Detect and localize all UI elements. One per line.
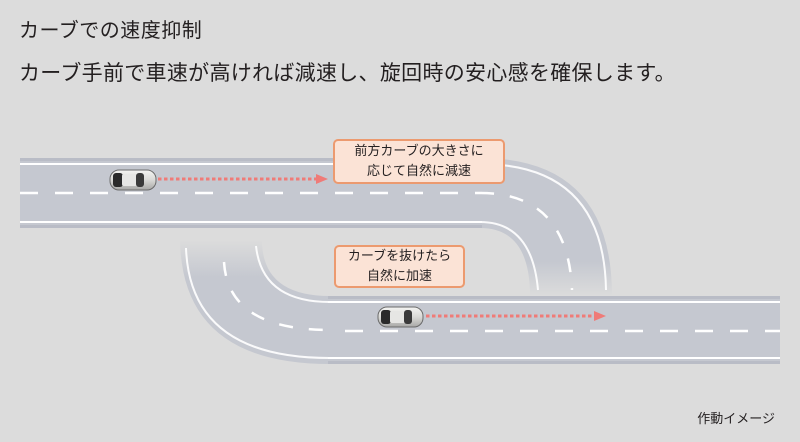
dotted-arrow-icon	[158, 174, 328, 184]
callout-decelerate: 前方カーブの大きさに 応じて自然に減速	[333, 139, 505, 184]
dotted-arrow-icon	[426, 311, 606, 321]
callout-line: 応じて自然に減速	[366, 164, 471, 179]
image-caption: 作動イメージ	[697, 412, 775, 427]
lower-road	[328, 296, 780, 364]
callout-accelerate: カーブを抜けたら 自然に加速	[334, 245, 465, 288]
callout-line: 前方カーブの大きさに	[354, 144, 484, 159]
callout-line: 自然に加速	[366, 269, 432, 284]
upper-road-curve	[479, 158, 612, 296]
car-icon	[109, 169, 157, 191]
callout-line: カーブを抜けたら	[347, 249, 452, 264]
page-subtitle: カーブ手前で車速が高ければ減速し、旋回時の安心感を確保します。	[19, 61, 676, 85]
car-icon	[377, 306, 424, 328]
page-title: カーブでの速度抑制	[19, 18, 203, 42]
